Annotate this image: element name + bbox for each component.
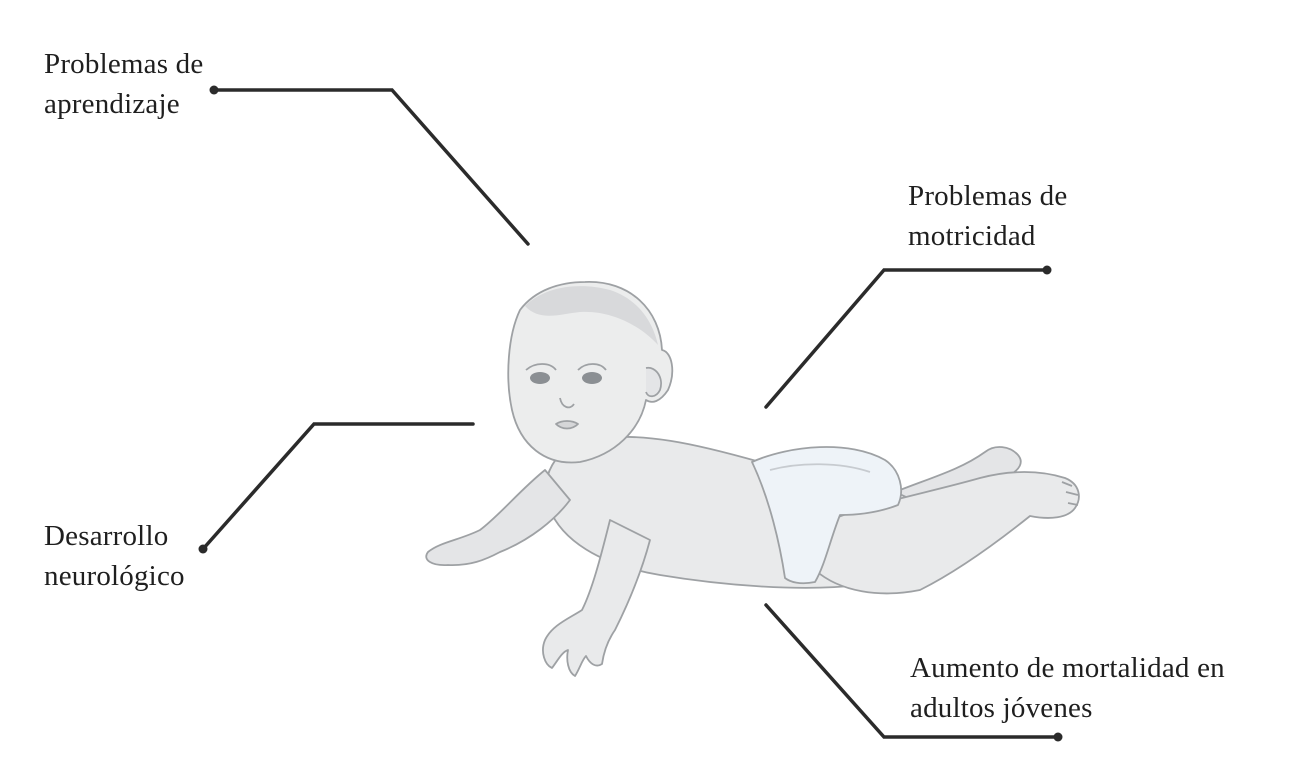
label-desarrollo-neurologico: Desarrollo neurológico [44, 516, 185, 596]
label-problemas-aprendizaje-line1: Problemas de [44, 44, 203, 84]
baby-back-arm [426, 470, 570, 565]
label-aumento-mortalidad-line2: adultos jóvenes [910, 688, 1225, 728]
label-problemas-aprendizaje-line2: aprendizaje [44, 84, 203, 124]
label-desarrollo-neurologico-line2: neurológico [44, 556, 185, 596]
leader-line-motricidad [766, 270, 1047, 407]
label-aumento-mortalidad-line1: Aumento de mortalidad en [910, 648, 1225, 688]
leader-line-aprendizaje [214, 90, 528, 244]
dot-aprendizaje [210, 86, 219, 95]
label-problemas-motricidad: Problemas de motricidad [908, 176, 1067, 256]
label-problemas-motricidad-line2: motricidad [908, 216, 1067, 256]
baby-icon [426, 282, 1079, 676]
baby-left-eye [530, 372, 550, 384]
baby-right-eye [582, 372, 602, 384]
dot-mortalidad [1054, 733, 1063, 742]
label-desarrollo-neurologico-line1: Desarrollo [44, 516, 185, 556]
dot-neurologico [199, 545, 208, 554]
label-problemas-motricidad-line1: Problemas de [908, 176, 1067, 216]
baby-mouth [556, 421, 578, 429]
label-problemas-aprendizaje: Problemas de aprendizaje [44, 44, 203, 124]
leader-line-neurologico [203, 424, 473, 549]
dot-motricidad [1043, 266, 1052, 275]
label-aumento-mortalidad: Aumento de mortalidad en adultos jóvenes [910, 648, 1225, 728]
